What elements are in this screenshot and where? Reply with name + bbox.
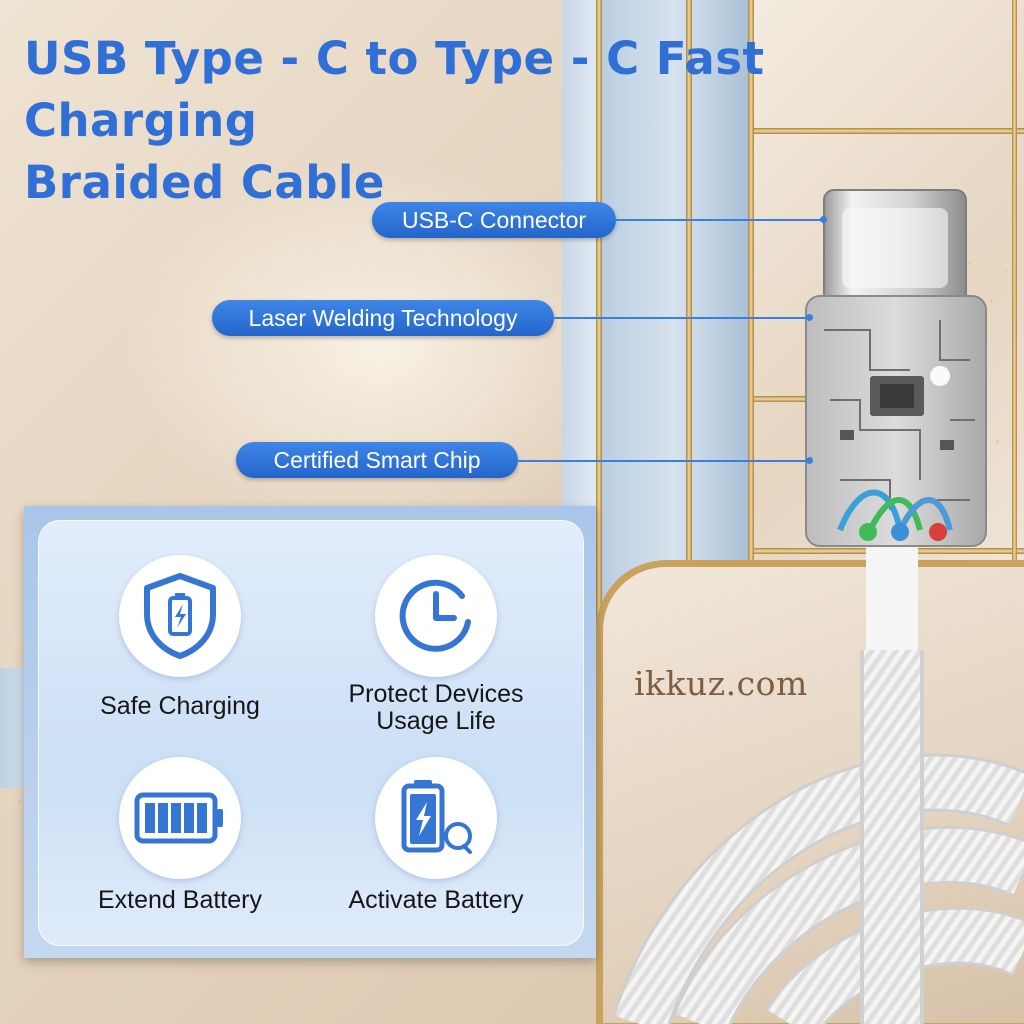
leader-line <box>616 219 824 221</box>
callout-laser-welding: Laser Welding Technology <box>212 300 554 336</box>
callout-smart-chip: Certified Smart Chip <box>236 442 518 478</box>
title-line: USB Type - C to Type - C Fast Charging <box>24 32 765 147</box>
feature-label: Protect Devices <box>348 680 524 708</box>
feature-label: Safe Charging <box>100 692 260 720</box>
clock-icon <box>375 555 497 677</box>
title-line: Braided Cable <box>24 156 385 209</box>
sparkle <box>968 262 971 265</box>
leader-dot <box>820 216 827 223</box>
gold-trim <box>748 0 754 1024</box>
leader-line <box>554 317 810 319</box>
sparkle <box>1004 270 1007 273</box>
gold-trim <box>754 128 1024 134</box>
battery-charging-icon <box>375 757 497 879</box>
sparkle <box>996 440 999 443</box>
features-card: Safe Charging Protect Devices Usage Life <box>24 506 596 958</box>
gold-trim <box>1012 0 1017 560</box>
leader-dot <box>806 314 813 321</box>
braided-cable <box>612 540 1024 1024</box>
feature-label: Extend Battery <box>98 886 262 914</box>
sparkle <box>990 300 993 303</box>
features-card-inner: Safe Charging Protect Devices Usage Life <box>38 520 584 946</box>
gold-trim <box>686 0 692 560</box>
callout-label: Laser Welding Technology <box>248 304 518 331</box>
callout-label: USB-C Connector <box>401 206 587 233</box>
gold-trim <box>596 0 602 1024</box>
gold-trim <box>754 396 854 402</box>
page-title: USB Type - C to Type - C Fast Charging B… <box>24 28 904 214</box>
usb-c-connector-icon <box>805 189 987 547</box>
feature-label: Usage Life <box>376 707 496 735</box>
shield-battery-icon <box>119 555 241 677</box>
background-panel <box>562 0 598 600</box>
watermark: ikkuz.com <box>634 664 808 703</box>
leader-dot <box>806 457 813 464</box>
callout-label: Certified Smart Chip <box>273 446 481 473</box>
battery-full-icon <box>119 757 241 879</box>
feature-label: Activate Battery <box>348 886 524 914</box>
callout-usb-c-connector: USB-C Connector <box>372 202 616 238</box>
sparkle <box>18 800 21 803</box>
leader-line <box>518 460 810 462</box>
